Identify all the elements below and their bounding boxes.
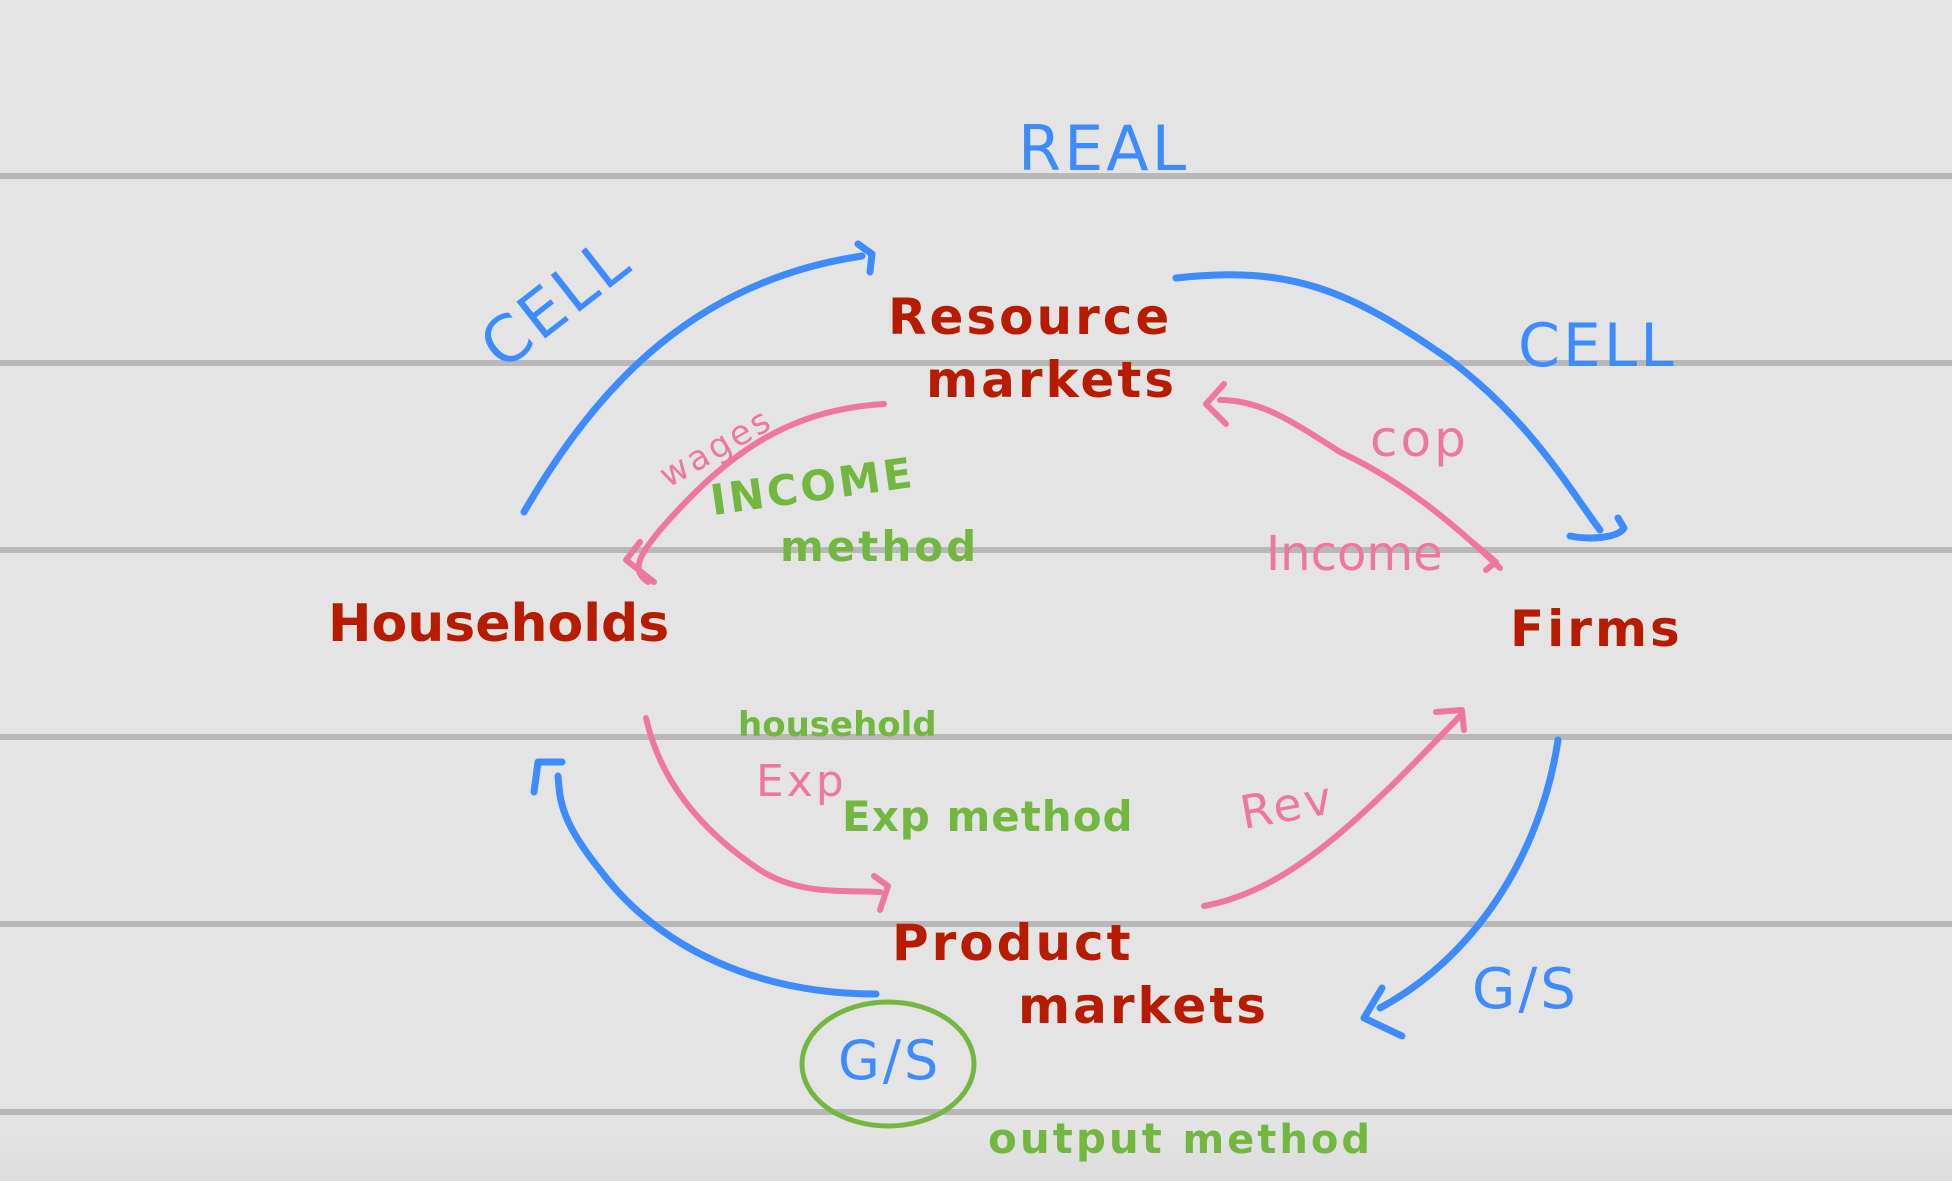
rule-line bbox=[0, 1109, 1952, 1115]
label-exp-method: Exp method bbox=[842, 792, 1134, 841]
page-shadow bbox=[0, 1120, 1952, 1181]
label-gs-circled: G/S bbox=[838, 1029, 942, 1092]
rule-line bbox=[0, 921, 1952, 927]
label-household-note: household bbox=[738, 705, 937, 745]
output-method-line2: method bbox=[1182, 1117, 1374, 1163]
sector-firms: Firms bbox=[1510, 600, 1683, 658]
arrow-wages-resource-to-households bbox=[623, 401, 887, 585]
label-cop: cop bbox=[1370, 410, 1469, 468]
arrow-rev-product-to-firms bbox=[1201, 707, 1467, 909]
rule-line bbox=[0, 734, 1952, 740]
sector-product-markets: Product markets bbox=[892, 912, 1269, 1037]
label-income-method: INCOME method bbox=[707, 448, 980, 572]
product-markets-line2: markets bbox=[1018, 976, 1269, 1035]
diagram-title: REAL bbox=[1018, 112, 1190, 185]
arrow-exp-households-to-product bbox=[643, 715, 891, 913]
income-method-line2: method bbox=[780, 522, 980, 572]
output-method-circle bbox=[799, 999, 977, 1129]
label-firms-income: Income bbox=[1266, 526, 1443, 582]
arrow-gs-product-to-households bbox=[530, 758, 880, 998]
label-exp: Exp bbox=[756, 756, 847, 807]
rule-line bbox=[0, 173, 1952, 179]
sector-resource-markets: Resource markets bbox=[888, 286, 1177, 411]
product-markets-line1: Product bbox=[892, 914, 1134, 972]
arrow-cell-resource-to-firms bbox=[1172, 271, 1628, 542]
sector-households: Households bbox=[328, 594, 670, 654]
arrow-gs-firms-to-product bbox=[1360, 736, 1562, 1040]
output-method-line1: output bbox=[988, 1114, 1165, 1163]
arrow-cop-firms-to-resource bbox=[1203, 381, 1503, 573]
rule-line bbox=[0, 547, 1952, 553]
rule-line bbox=[0, 360, 1952, 366]
resource-markets-line2: markets bbox=[926, 350, 1177, 409]
arrow-cell-households-to-resource bbox=[520, 240, 876, 516]
resource-markets-line1: Resource bbox=[888, 288, 1173, 346]
label-cell-right: CELL bbox=[1518, 311, 1677, 381]
label-output-method: output method bbox=[988, 1096, 1374, 1163]
label-gs-right: G/S bbox=[1472, 957, 1579, 1022]
